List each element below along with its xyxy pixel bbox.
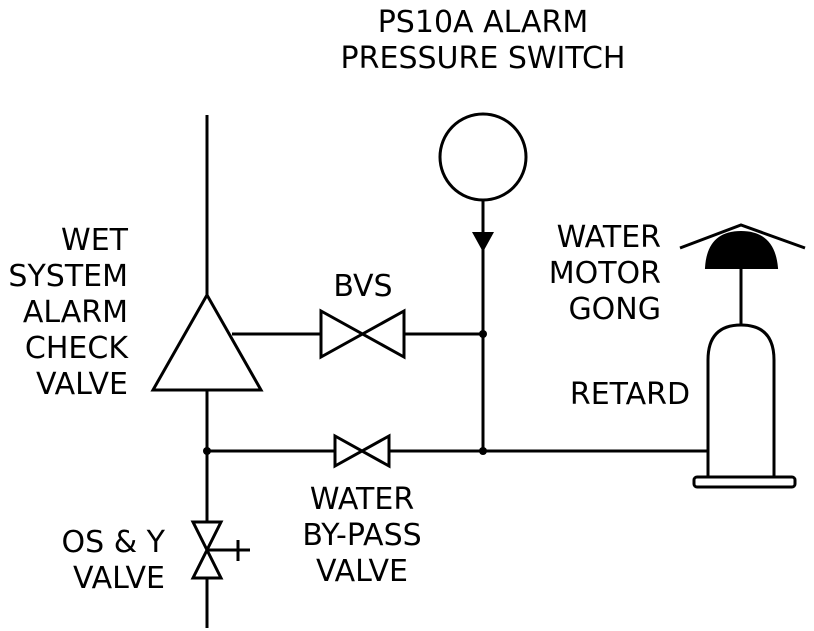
flow-arrow-icon (472, 232, 494, 252)
pressure-switch-symbol (438, 112, 528, 202)
title-line-1: PS10A ALARM (378, 5, 589, 40)
check-valve-label-line-5: VALVE (36, 367, 128, 402)
alarm-check-valve-symbol (150, 291, 264, 392)
check-valve-label-line-4: CHECK (25, 331, 129, 366)
gong-label-line-1: WATER (557, 220, 661, 255)
bypass-valve-symbol (333, 433, 391, 469)
check-valve-label-line-1: WET (61, 223, 129, 258)
osy-label-line-2: VALVE (73, 561, 165, 596)
bypass-label-line-3: VALVE (316, 554, 408, 589)
osy-label-line-1: OS & Y (62, 525, 166, 560)
retard-chamber-symbol (706, 323, 776, 479)
gong-label-line-3: GONG (568, 292, 661, 327)
bypass-label-line-1: WATER (310, 482, 414, 517)
check-valve-label-line-3: ALARM (23, 295, 128, 330)
bvs-valve-symbol (319, 308, 406, 360)
gong-bell-icon (704, 230, 779, 269)
gong-label-line-2: MOTOR (549, 256, 661, 291)
junction-dot-upper (479, 330, 487, 338)
title-line-2: PRESSURE SWITCH (341, 41, 626, 76)
retard-label: RETARD (570, 377, 690, 412)
gong-roof-icon (679, 223, 806, 250)
check-valve-label-line-2: SYSTEM (8, 259, 128, 294)
bypass-label-line-2: BY-PASS (302, 518, 421, 553)
retard-chamber-base (692, 475, 797, 489)
bvs-label: BVS (333, 269, 392, 304)
